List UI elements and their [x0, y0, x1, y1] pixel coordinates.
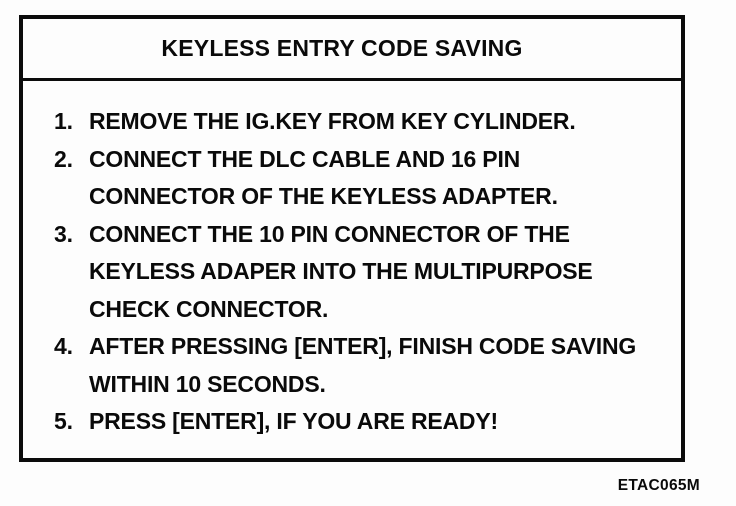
instruction-line: 4. AFTER PRESSING [ENTER], FINISH CODE S…	[54, 328, 661, 366]
step-number	[54, 366, 89, 404]
screen-panel: KEYLESS ENTRY CODE SAVING 1. REMOVE THE …	[19, 15, 685, 462]
step-number: 1.	[54, 108, 73, 134]
instruction-line: 3. CONNECT THE 10 PIN CONNECTOR OF THE	[54, 216, 661, 254]
step-text: CONNECTOR OF THE KEYLESS ADAPTER.	[89, 183, 558, 209]
instruction-line: CONNECTOR OF THE KEYLESS ADAPTER.	[54, 178, 661, 216]
panel-header: KEYLESS ENTRY CODE SAVING	[23, 19, 681, 81]
step-text: CHECK CONNECTOR.	[89, 295, 329, 322]
step-number	[54, 291, 89, 329]
step-text: REMOVE THE IG.KEY FROM KEY CYLINDER.	[89, 108, 576, 134]
step-number: 4.	[54, 333, 73, 359]
panel-title: KEYLESS ENTRY CODE SAVING	[161, 35, 523, 61]
step-text: AFTER PRESSING [ENTER], FINISH CODE SAVI…	[89, 333, 637, 359]
step-text: KEYLESS ADAPER INTO THE MULTIPURPOSE	[89, 258, 593, 284]
step-number	[54, 178, 89, 216]
instruction-line: CHECK CONNECTOR.	[54, 291, 661, 329]
instruction-line: 2. CONNECT THE DLC CABLE AND 16 PIN	[54, 141, 661, 179]
step-text: PRESS [ENTER], IF YOU ARE READY!	[89, 408, 498, 434]
step-text: WITHIN 10 SECONDS.	[89, 370, 326, 397]
instruction-line: KEYLESS ADAPER INTO THE MULTIPURPOSE	[54, 253, 661, 291]
step-number: 5.	[54, 408, 73, 434]
step-number	[54, 253, 89, 291]
step-number: 3.	[54, 220, 73, 247]
step-text: CONNECT THE 10 PIN CONNECTOR OF THE	[89, 220, 570, 247]
instruction-list: 1. REMOVE THE IG.KEY FROM KEY CYLINDER. …	[23, 81, 681, 441]
instruction-line: 5. PRESS [ENTER], IF YOU ARE READY!	[54, 403, 661, 441]
instruction-line: WITHIN 10 SECONDS.	[54, 366, 661, 404]
step-text: CONNECT THE DLC CABLE AND 16 PIN	[89, 145, 521, 172]
figure-code-label: ETAC065M	[617, 477, 700, 494]
step-number: 2.	[54, 145, 73, 172]
instruction-line: 1. REMOVE THE IG.KEY FROM KEY CYLINDER.	[54, 103, 661, 141]
